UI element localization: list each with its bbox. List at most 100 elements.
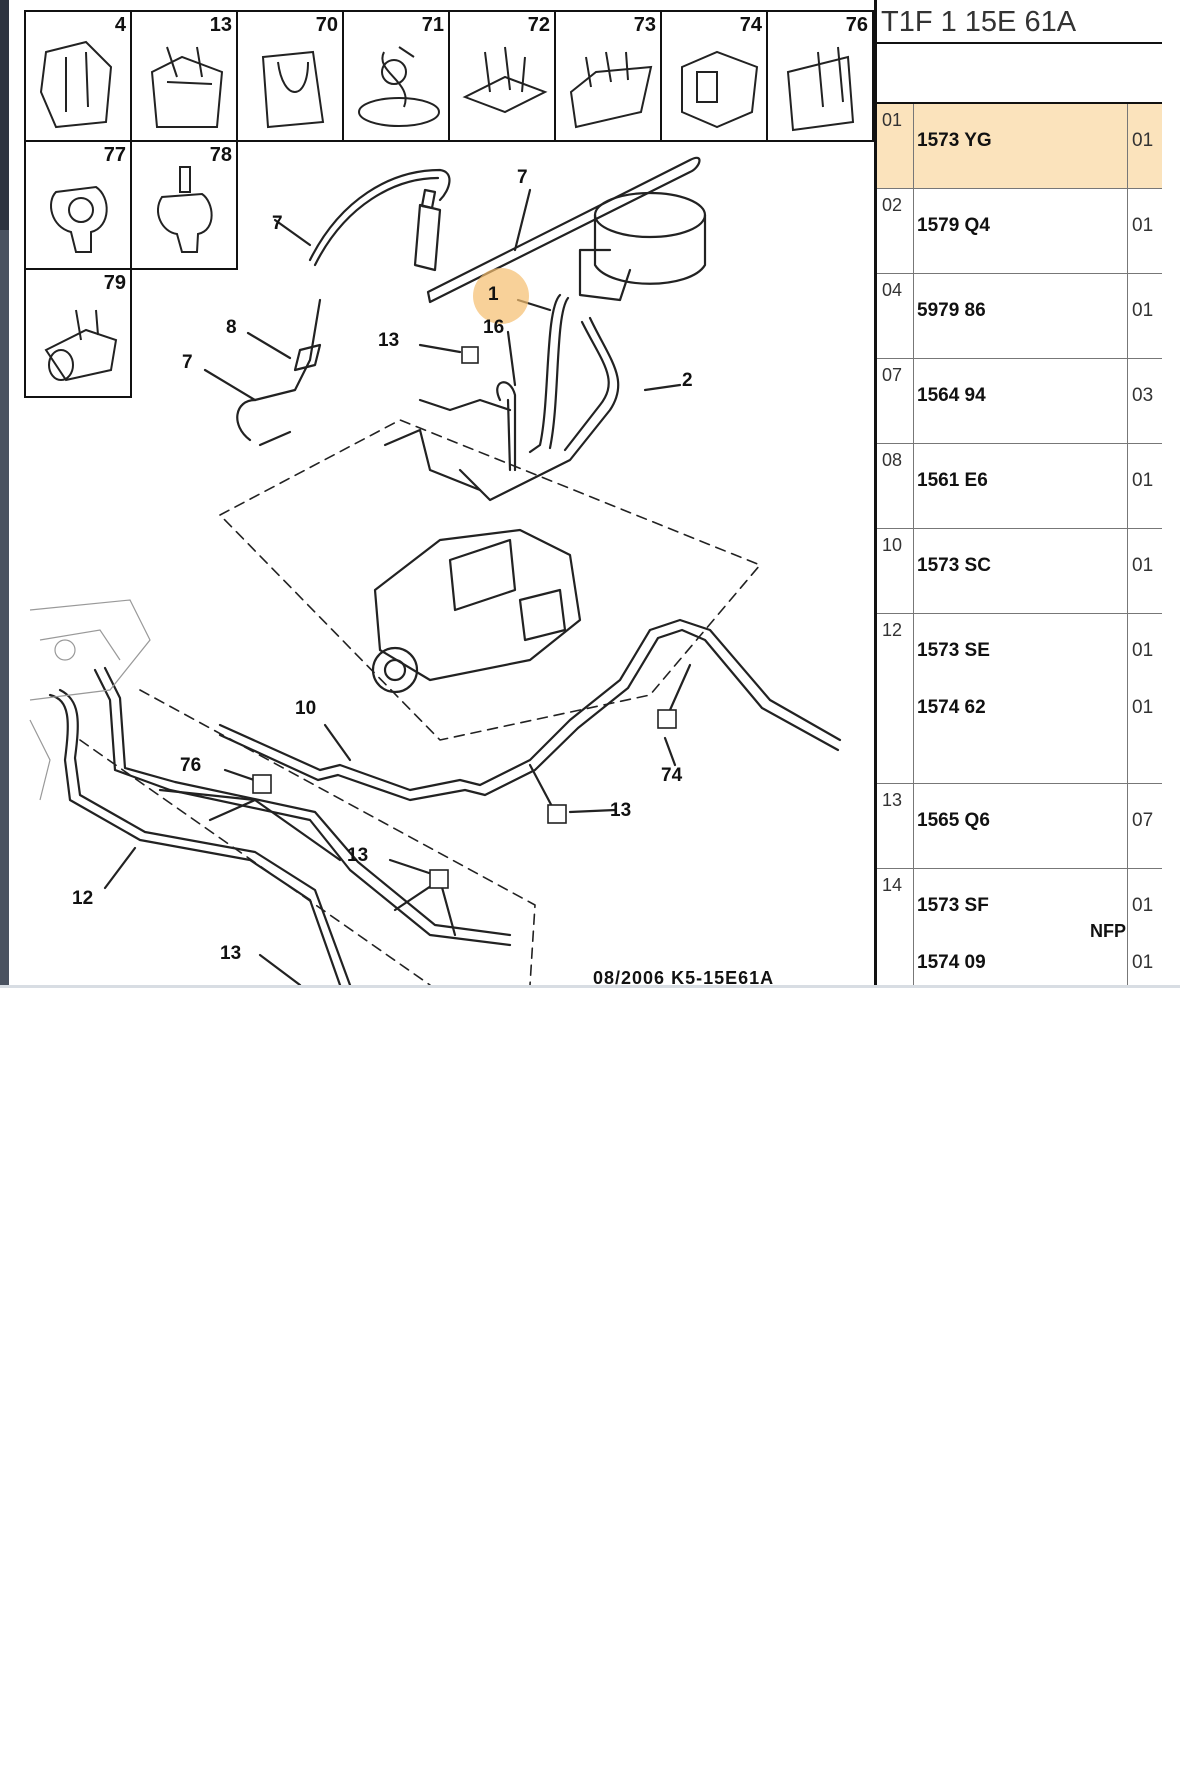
column-divider (1127, 614, 1128, 783)
column-divider (913, 274, 914, 358)
clip-cell-78[interactable]: 78 (130, 140, 238, 270)
clip-number: 70 (315, 14, 338, 36)
callout-7[interactable]: 7 (272, 213, 283, 234)
callout-16[interactable]: 16 (483, 317, 505, 338)
part-quantity: 01 (1132, 215, 1154, 236)
clip-71-icon (358, 46, 440, 127)
part-quantity: 01 (1132, 555, 1154, 576)
clip-73-icon (569, 51, 653, 129)
parts-list-panel: T1F 1 15E 61A 01 1573 YG 01 02 1579 Q4 01 04 59… (874, 0, 1180, 985)
clip-number: 13 (209, 14, 232, 36)
callout-1[interactable]: 1 (488, 284, 499, 305)
part-quantity: 01 (1132, 130, 1154, 151)
callout-10[interactable]: 10 (295, 698, 317, 719)
clip-74-icon (681, 50, 759, 129)
clip-number: 77 (103, 144, 126, 166)
diagram-reference-code: 08/2006 K5-15E61A (593, 968, 775, 988)
callout-7[interactable]: 7 (517, 167, 528, 188)
part-number[interactable]: 1579 Q4 (917, 215, 990, 236)
selected-part-highlight (473, 268, 529, 324)
callout-8[interactable]: 8 (226, 317, 237, 338)
diagram-id-title: T1F 1 15E 61A (881, 6, 1077, 38)
part-ref-number: 07 (882, 365, 903, 385)
part-quantity: 01 (1132, 470, 1154, 491)
column-divider (1127, 529, 1128, 613)
part-number[interactable]: 1573 SF (917, 895, 989, 916)
clip-4-icon (39, 40, 113, 129)
column-divider (1127, 359, 1128, 443)
clip-cell-76[interactable]: 76 (766, 10, 874, 142)
column-divider (1127, 784, 1128, 868)
clip-72-icon (462, 46, 548, 114)
callout-13[interactable]: 13 (610, 800, 632, 821)
part-number[interactable]: 1573 SE (917, 640, 990, 661)
clip-number: 73 (633, 14, 656, 36)
part-number[interactable]: 1574 62 (917, 697, 986, 718)
part-number[interactable]: 1573 YG (917, 130, 992, 151)
column-divider (1127, 189, 1128, 273)
part-quantity: 07 (1132, 810, 1154, 831)
parts-row-04[interactable]: 04 5979 86 01 (877, 274, 1162, 359)
parts-row-02[interactable]: 02 1579 Q4 01 (877, 189, 1162, 274)
callout-13[interactable]: 13 (347, 845, 369, 866)
clip-cell-74[interactable]: 74 (660, 10, 768, 142)
clip-78-icon (157, 166, 213, 253)
part-number[interactable]: 1574 09 (917, 952, 986, 973)
part-number[interactable]: 1565 Q6 (917, 810, 990, 831)
part-ref-number: 02 (882, 195, 903, 215)
clip-cell-79[interactable]: 79 (24, 268, 132, 398)
parts-diagram[interactable]: 4 13 70 71 72 73 (10, 0, 874, 988)
clip-cell-13[interactable]: 13 (130, 10, 238, 142)
part-quantity: 01 (1132, 640, 1154, 661)
callout-76[interactable]: 76 (180, 755, 202, 776)
part-ref-number: 14 (882, 875, 903, 895)
clip-13-icon (150, 46, 224, 128)
callout-13[interactable]: 13 (378, 330, 400, 351)
column-divider (1127, 274, 1128, 358)
part-quantity: 01 (1132, 300, 1154, 321)
callout-12[interactable]: 12 (72, 888, 94, 909)
clip-cell-77[interactable]: 77 (24, 140, 132, 270)
clip-77-icon (50, 185, 108, 253)
callout-2[interactable]: 2 (682, 370, 693, 391)
clip-cell-72[interactable]: 72 (448, 10, 556, 142)
clip-cell-70[interactable]: 70 (236, 10, 344, 142)
clip-cell-4[interactable]: 4 (24, 10, 132, 142)
clip-cell-71[interactable]: 71 (342, 10, 450, 142)
column-divider (1127, 444, 1128, 528)
clip-number: 72 (527, 14, 550, 36)
window-bottom-border (0, 985, 1180, 988)
clip-70-icon (261, 50, 325, 129)
part-quantity: 01 (1132, 952, 1154, 973)
callout-13[interactable]: 13 (220, 943, 242, 964)
part-note: NFP (1090, 921, 1126, 941)
part-number[interactable]: 1561 E6 (917, 470, 988, 491)
callout-74[interactable]: 74 (661, 765, 683, 786)
column-divider (913, 784, 914, 868)
diagram-drawing (29, 156, 842, 985)
clip-76-icon (786, 46, 855, 132)
header-divider (877, 42, 1162, 44)
part-ref-number: 04 (882, 280, 903, 300)
column-divider (913, 869, 914, 985)
left-window-edge (0, 0, 9, 988)
clip-cell-73[interactable]: 73 (554, 10, 662, 142)
part-number[interactable]: 1564 94 (917, 385, 986, 406)
column-divider (913, 614, 914, 783)
column-divider (1127, 869, 1128, 985)
part-quantity: 01 (1132, 697, 1154, 718)
clip-number: 71 (421, 14, 444, 36)
column-divider (913, 444, 914, 528)
part-number[interactable]: 5979 86 (917, 300, 986, 321)
column-divider (913, 104, 914, 188)
part-number[interactable]: 1573 SC (917, 555, 991, 576)
clip-number: 79 (103, 272, 126, 294)
callout-7[interactable]: 7 (182, 352, 193, 373)
